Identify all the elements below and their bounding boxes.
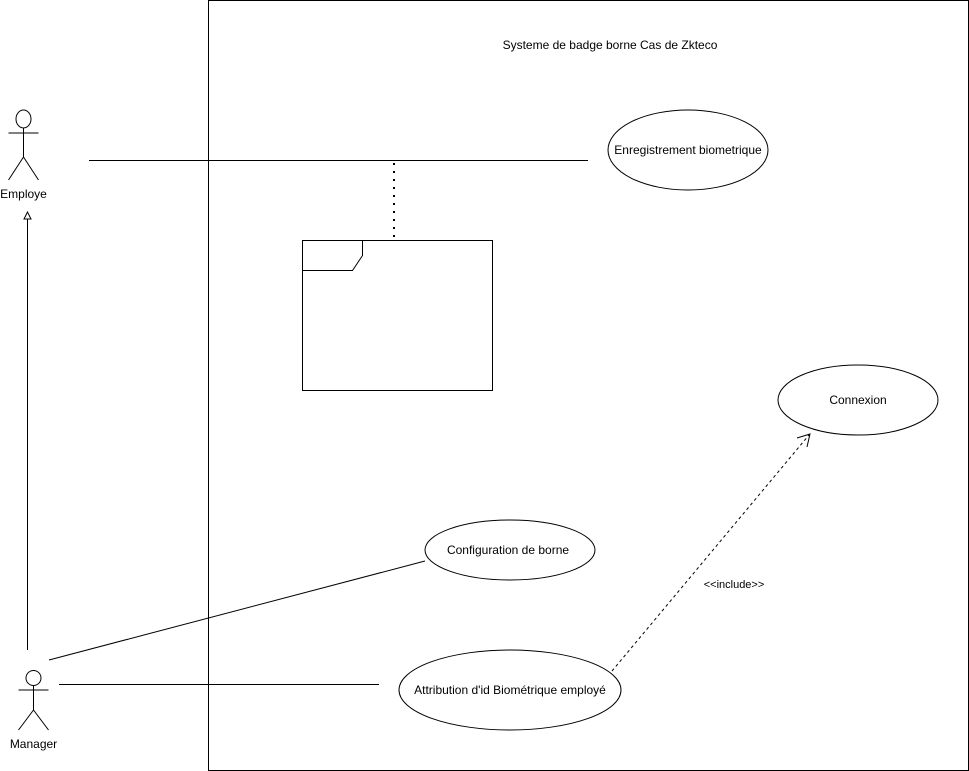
use-case-configuration-label: Configuration de borne <box>447 543 569 557</box>
actor-manager-head <box>25 670 42 686</box>
frame-tab <box>302 240 363 271</box>
generalization-manager-employe[interactable] <box>23 210 32 650</box>
include-label: <<include>> <box>704 579 765 591</box>
use-case-enregistrement-label: Enregistrement biometrique <box>614 143 762 157</box>
use-case-configuration[interactable]: Configuration de borne <box>424 519 596 581</box>
actor-employe-head <box>15 109 32 129</box>
use-case-connexion-label: Connexion <box>829 393 886 407</box>
include-arrowhead <box>796 433 811 448</box>
use-case-enregistrement[interactable]: Enregistrement biometrique <box>607 109 769 191</box>
actor-employe[interactable] <box>8 109 39 181</box>
include-relation[interactable] <box>611 433 811 672</box>
use-case-connexion[interactable]: Connexion <box>777 364 939 436</box>
use-case-attribution-label: Attribution d'id Biométrique employé <box>414 683 606 697</box>
actor-manager-label: Manager <box>10 737 57 751</box>
generalization-arrowhead <box>23 210 32 220</box>
actor-employe-label: Employe <box>0 187 47 201</box>
association-manager-configuration[interactable] <box>48 560 426 661</box>
use-case-attribution[interactable]: Attribution d'id Biométrique employé <box>398 649 622 731</box>
empty-frame[interactable] <box>302 240 493 391</box>
actor-manager[interactable] <box>18 670 49 731</box>
system-title: Systeme de badge borne Cas de Zkteco <box>503 38 718 52</box>
